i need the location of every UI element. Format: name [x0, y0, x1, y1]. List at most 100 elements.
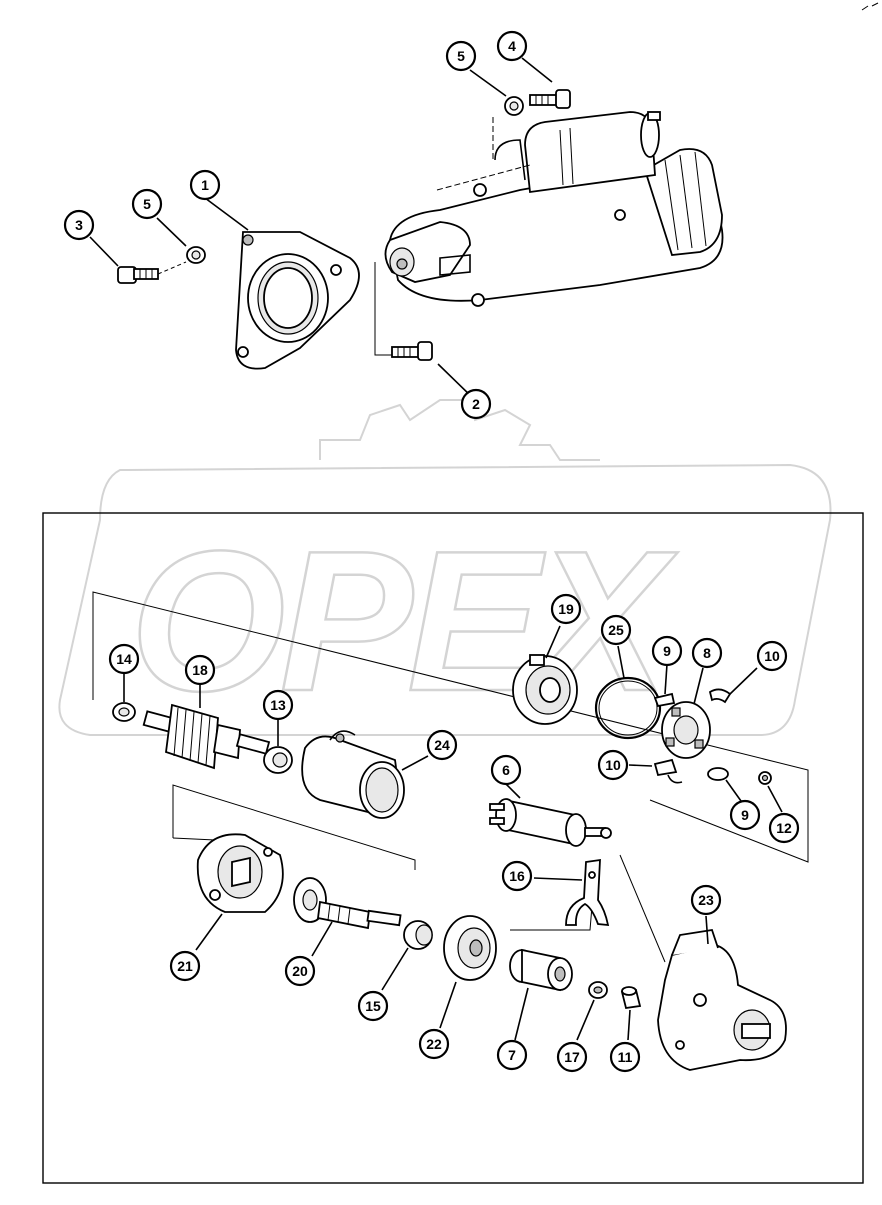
callout-9-lower[interactable]: 9 — [729, 799, 761, 831]
part-armature-18 — [142, 703, 271, 770]
bolt-2 — [391, 341, 433, 361]
leader-23 — [705, 915, 709, 945]
callout-23[interactable]: 23 — [690, 884, 722, 916]
svg-text:21: 21 — [177, 958, 193, 974]
callouts-assembly: 1 2 3 4 5 5 — [63, 30, 528, 420]
callout-8[interactable]: 8 — [691, 637, 723, 669]
svg-text:22: 22 — [426, 1036, 442, 1052]
callout-20[interactable]: 20 — [284, 955, 316, 987]
leader-24 — [401, 755, 429, 771]
leader-25 — [617, 645, 625, 679]
callout-19[interactable]: 19 — [550, 593, 582, 625]
callout-5-lower[interactable]: 5 — [131, 188, 163, 220]
callout-4[interactable]: 4 — [496, 30, 528, 62]
watermark-band — [58, 463, 832, 736]
part-shaft-20 — [293, 877, 402, 930]
callout-6[interactable]: 6 — [490, 754, 522, 786]
svg-text:25: 25 — [608, 622, 624, 638]
callout-2[interactable]: 2 — [460, 388, 492, 420]
part-brush-plate-8 — [661, 701, 711, 759]
part-housing-23 — [657, 928, 787, 1071]
part-ring-17 — [588, 981, 608, 999]
svg-text:15: 15 — [365, 998, 381, 1014]
leader-11 — [627, 1009, 631, 1041]
svg-text:19: 19 — [558, 601, 574, 617]
svg-text:20: 20 — [292, 963, 308, 979]
svg-text:6: 6 — [502, 762, 510, 778]
part-bushing-15 — [403, 920, 433, 950]
svg-text:12: 12 — [776, 820, 792, 836]
part-pinion-7 — [509, 948, 573, 992]
callout-21[interactable]: 21 — [169, 950, 201, 982]
callout-3[interactable]: 3 — [63, 209, 95, 241]
svg-text:24: 24 — [434, 737, 450, 753]
svg-text:23: 23 — [698, 892, 714, 908]
callout-1[interactable]: 1 — [189, 169, 221, 201]
part-gear-plate-22 — [443, 915, 497, 981]
callout-22[interactable]: 22 — [418, 1028, 450, 1060]
callout-17[interactable]: 17 — [556, 1041, 588, 1073]
svg-text:10: 10 — [605, 757, 621, 773]
callout-11[interactable]: 11 — [609, 1041, 641, 1073]
callout-25[interactable]: 25 — [600, 614, 632, 646]
leader-22 — [439, 981, 457, 1029]
svg-text:13: 13 — [270, 697, 286, 713]
leader-9-lower — [725, 779, 742, 802]
part-shift-fork-16 — [565, 858, 610, 927]
svg-text:4: 4 — [508, 38, 516, 54]
leader-4 — [521, 57, 553, 83]
leader-8 — [693, 667, 704, 705]
svg-text:1: 1 — [201, 177, 209, 193]
exploded-view-frame — [42, 512, 864, 1184]
callout-9-upper[interactable]: 9 — [651, 635, 683, 667]
starter-motor-body — [384, 111, 724, 307]
leader-15 — [381, 947, 409, 991]
leader-5-upper — [469, 69, 507, 97]
leader-6 — [505, 783, 521, 799]
callout-15[interactable]: 15 — [357, 990, 389, 1022]
part-nut-12 — [758, 771, 772, 785]
part-o-ring-25 — [594, 676, 662, 740]
svg-text:5: 5 — [457, 48, 465, 64]
leader-16 — [533, 877, 583, 881]
callout-16[interactable]: 16 — [501, 860, 533, 892]
callout-10-lower[interactable]: 10 — [597, 749, 629, 781]
leader-19 — [545, 625, 561, 659]
svg-text:11: 11 — [618, 1049, 633, 1065]
leader-7 — [514, 987, 529, 1041]
part-end-bracket-19 — [512, 654, 578, 725]
callout-24[interactable]: 24 — [426, 729, 458, 761]
part-clip-10-upper — [708, 688, 732, 704]
leader-17 — [576, 999, 595, 1041]
svg-text:7: 7 — [508, 1047, 516, 1063]
callout-12[interactable]: 12 — [768, 812, 800, 844]
svg-text:10: 10 — [764, 648, 780, 664]
callout-5-upper[interactable]: 5 — [445, 40, 477, 72]
washer-5-lower — [186, 246, 206, 264]
part-sleeve-11 — [620, 986, 642, 1010]
leader-10-lower — [628, 764, 653, 767]
svg-text:8: 8 — [703, 645, 711, 661]
leader-5-lower — [156, 217, 187, 247]
bolt-4 — [529, 89, 571, 109]
leader-1 — [204, 197, 249, 231]
part-bearing-13 — [263, 746, 293, 774]
leader-12 — [767, 785, 783, 813]
part-yoke-24 — [301, 730, 405, 819]
callout-18[interactable]: 18 — [184, 654, 216, 686]
starter-assembly — [117, 89, 724, 370]
callout-7[interactable]: 7 — [496, 1039, 528, 1071]
svg-text:9: 9 — [741, 807, 749, 823]
svg-text:18: 18 — [192, 662, 208, 678]
svg-text:5: 5 — [143, 196, 151, 212]
exploded-guide-lines — [92, 591, 809, 963]
mounting-flange — [235, 231, 360, 370]
part-solenoid-6 — [489, 798, 612, 847]
leader-3 — [89, 236, 119, 267]
leader-10-upper — [729, 667, 758, 695]
callout-13[interactable]: 13 — [262, 689, 294, 721]
callout-10-upper[interactable]: 10 — [756, 640, 788, 672]
callout-14[interactable]: 14 — [108, 643, 140, 675]
part-drive-end-21 — [196, 833, 284, 913]
